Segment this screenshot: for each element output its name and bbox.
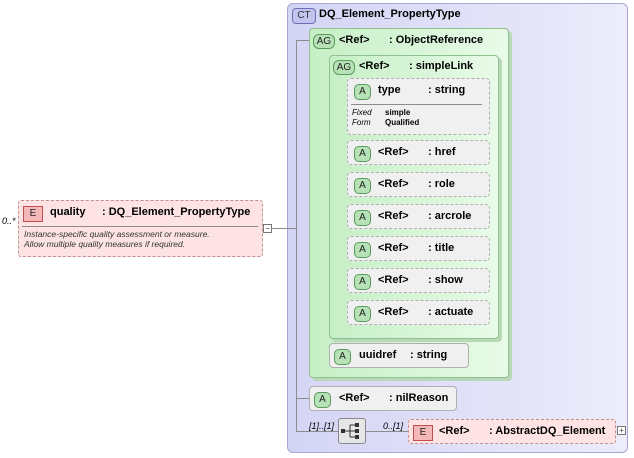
sequence-multiplicity: [1]..[1] [309, 421, 335, 431]
abstract-element-ref: <Ref> [439, 425, 470, 437]
uuidref-attribute[interactable] [329, 343, 469, 368]
object-reference-ref: <Ref> [339, 34, 370, 46]
show-attribute-name: : show [428, 274, 463, 286]
connector-nilreason [296, 398, 310, 399]
title-attribute-ref: <Ref> [378, 242, 409, 254]
connector-quality [263, 228, 297, 229]
actuate-attribute-badge: A [354, 306, 371, 322]
complex-type-badge: CT [292, 8, 316, 24]
fixed-value: simple [385, 108, 411, 117]
role-attribute-name: : role [428, 178, 455, 190]
complex-type-name: DQ_Element_PropertyType [319, 8, 461, 20]
role-attribute-badge: A [354, 178, 371, 194]
connector-abstract [366, 431, 408, 432]
sequence-icon [341, 423, 359, 439]
abstract-element-badge: E [413, 425, 433, 441]
arcrole-attribute-ref: <Ref> [378, 210, 409, 222]
simple-link-name: : simpleLink [409, 60, 474, 72]
connector-sequence [296, 431, 338, 432]
show-attribute-badge: A [354, 274, 371, 290]
title-attribute-name: : title [428, 242, 455, 254]
abstract-element[interactable] [408, 419, 616, 444]
abstract-element-name: : AbstractDQ_Element [489, 425, 606, 437]
quality-element-type: : DQ_Element_PropertyType [102, 206, 251, 218]
arcrole-attribute-badge: A [354, 210, 371, 226]
show-attribute-ref: <Ref> [378, 274, 409, 286]
quality-element-name: quality [50, 206, 86, 218]
quality-doc-line1: Instance-specific quality assessment or … [24, 229, 210, 239]
href-attribute-name: : href [428, 146, 456, 158]
uuidref-attribute-name: uuidref [359, 349, 397, 361]
uuidref-attribute-type: : string [410, 349, 448, 361]
collapse-quality-icon[interactable]: − [263, 224, 272, 233]
abstract-element-multiplicity: 0..[1] [383, 421, 404, 431]
quality-multiplicity: 0..* [2, 216, 16, 226]
actuate-attribute-name: : actuate [428, 306, 474, 318]
arcrole-attribute-name: : arcrole [428, 210, 472, 222]
fixed-label: Fixed [352, 108, 372, 117]
uuidref-attribute-badge: A [334, 349, 351, 365]
title-attribute-badge: A [354, 242, 371, 258]
nilreason-attribute-name: : nilReason [389, 392, 449, 404]
connector-object-reference [296, 40, 310, 41]
nilreason-attribute-ref: <Ref> [339, 392, 370, 404]
role-attribute-ref: <Ref> [378, 178, 409, 190]
sequence-compositor[interactable] [338, 418, 366, 444]
simple-link-badge: AG [333, 60, 355, 75]
type-attribute-name: type [378, 84, 401, 96]
simple-link-ref: <Ref> [359, 60, 390, 72]
nilreason-attribute[interactable] [309, 386, 457, 411]
quality-element-badge: E [23, 206, 43, 222]
form-value: Qualified [385, 118, 420, 127]
form-label: Form [352, 118, 371, 127]
quality-doc-line2: Allow multiple quality measures if requi… [24, 239, 186, 249]
quality-element-divider [22, 226, 258, 227]
href-attribute-ref: <Ref> [378, 146, 409, 158]
nilreason-attribute-badge: A [314, 392, 331, 408]
type-attribute-divider [351, 104, 482, 105]
type-attribute-type: : string [428, 84, 466, 96]
type-attribute-badge: A [354, 84, 371, 100]
object-reference-badge: AG [313, 34, 335, 49]
connector-trunk [296, 40, 297, 432]
actuate-attribute-ref: <Ref> [378, 306, 409, 318]
href-attribute-badge: A [354, 146, 371, 162]
expand-abstract-icon[interactable]: + [617, 426, 626, 435]
object-reference-name: : ObjectReference [389, 34, 484, 46]
quality-element[interactable] [18, 200, 263, 257]
